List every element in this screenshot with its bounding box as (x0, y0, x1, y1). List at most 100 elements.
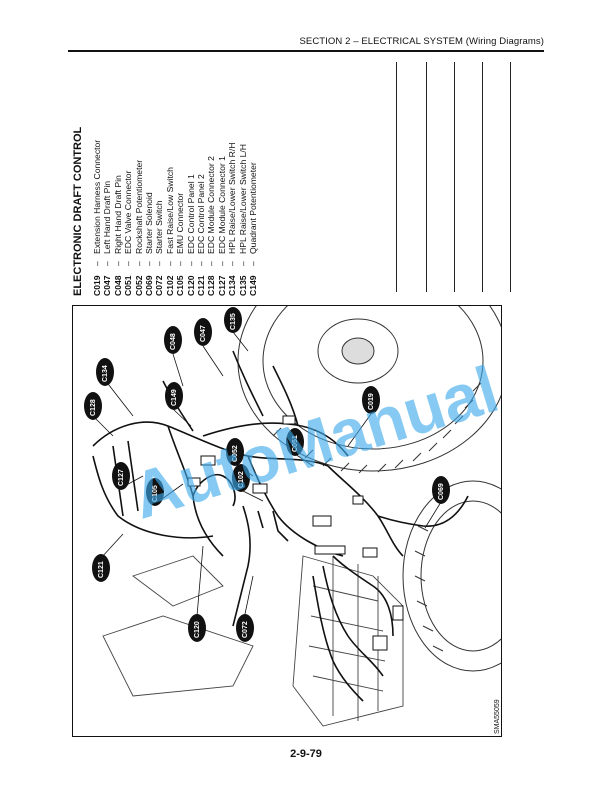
legend-code: C134 (227, 275, 238, 296)
notes-line (510, 62, 511, 292)
legend-code: C121 (196, 275, 207, 296)
callout-c072: C072 (236, 575, 254, 642)
legend-dash: – (206, 261, 217, 266)
notes-line (396, 62, 397, 292)
callout-label: C120 (194, 621, 201, 638)
legend-row: C149 – Quadrant Potentiometer (248, 116, 258, 296)
legend-desc: Left Hand Draft Pin (102, 180, 113, 254)
front-tire-illustration (402, 480, 501, 672)
legend-code: C128 (206, 275, 217, 296)
legend-code: C120 (185, 275, 196, 296)
connector-blocks (187, 415, 404, 651)
legend-desc: Extension Harness Connector (92, 139, 102, 254)
legend-code: C127 (216, 275, 227, 296)
legend-code: C135 (237, 275, 248, 296)
legend-dash: – (196, 261, 207, 266)
callout-label: C102 (238, 471, 245, 488)
legend-dash: – (144, 261, 155, 266)
callout-c105: C105 (146, 478, 184, 506)
callout-label: C127 (118, 469, 125, 486)
legend-code: C069 (144, 275, 155, 296)
legend-row: C069 – Starter Solenoid (144, 116, 154, 296)
legend-dash: – (102, 261, 113, 266)
legend-row: C105 – EMU Connector (175, 116, 185, 296)
notes-line (426, 62, 427, 292)
page-header: SECTION 2 – ELECTRICAL SYSTEM (Wiring Di… (299, 36, 544, 47)
notes-lines (392, 62, 544, 292)
callout-c102: C102 (232, 464, 264, 502)
wiring-diagram-figure: C134 C128 C048 C149 C047 C135 (72, 305, 502, 737)
callout-label: C072 (242, 621, 249, 638)
legend-dash: – (237, 261, 248, 266)
legend-title: ELECTRONIC DRAFT CONTROL (72, 126, 84, 296)
notes-line (482, 62, 483, 292)
legend-code: C019 (92, 275, 102, 296)
legend-dash: – (175, 261, 186, 266)
legend-row: C120–EDC Control Panel 1 (186, 116, 196, 296)
legend-dash: – (112, 261, 123, 266)
legend-code: C149 (248, 275, 259, 296)
callout-label: C149 (171, 389, 178, 406)
legend-row: C052 – Rockshaft Potentiometer (134, 116, 144, 296)
legend-code: C105 (175, 275, 186, 296)
legend-code: C102 (164, 275, 175, 296)
legend-code: C048 (112, 275, 123, 296)
callout-label: C019 (368, 393, 375, 410)
legend-dash: – (227, 261, 238, 266)
callout-c048: C048 (164, 326, 184, 387)
callout-label: C128 (90, 399, 97, 416)
legend-code: C072 (154, 275, 165, 296)
figure-reference: SMA55059 (494, 699, 501, 734)
callout-label: C105 (152, 485, 159, 502)
callout-c120: C120 (188, 545, 206, 642)
legend-desc: Right Hand Draft Pin (112, 175, 123, 254)
legend-desc: HPL Raise/Lower Switch R/H (227, 142, 238, 254)
legend-row: C121 – EDC Control Panel 2 (196, 116, 206, 296)
callout-label: C048 (170, 333, 177, 350)
callout-c047: C047 (194, 318, 224, 377)
legend-dash: – (154, 261, 165, 266)
legend-desc: EDC Control Panel 2 (196, 174, 207, 254)
legend-code: C051 (123, 275, 134, 296)
callout-c121: C121 (92, 533, 124, 582)
legend-desc: Fast Raise/Low Switch (164, 167, 175, 254)
callout-label: C069 (438, 483, 445, 500)
legend-row: C072 – Starter Switch (154, 116, 165, 297)
wiring-diagram-drawing: C134 C128 C048 C149 C047 C135 (84, 306, 501, 734)
legend-desc: Rockshaft Potentiometer (133, 159, 144, 254)
legend-row: C048 – Right Hand Draft Pin (113, 116, 123, 296)
legend-desc: Quadrant Potentiometer (248, 162, 259, 254)
page-number: 2-9-79 (290, 748, 322, 760)
legend-desc: Starter Solenoid (144, 192, 155, 254)
legend-row: C134 – HPL Raise/Lower Switch R/H (227, 116, 237, 296)
callout-c135: C135 (224, 307, 249, 352)
legend-desc: EDC Valve Connector (123, 170, 134, 254)
legend-row: C102 – Fast Raise/Low Switch (165, 116, 175, 296)
callout-label: C121 (98, 561, 105, 578)
callout-c149: C149 (165, 382, 192, 427)
callout-label: C047 (200, 325, 207, 342)
legend-desc: HPL Raise/Lower Switch L/H (237, 143, 248, 254)
engine-illustration (102, 555, 404, 727)
legend-code: C052 (133, 275, 144, 296)
legend-desc: EMU Connector (175, 192, 186, 254)
legend-desc: EDC Control Panel 1 (185, 174, 196, 254)
legend-row: C019–Extension Harness Connector (92, 116, 102, 296)
legend-row: C127–EDC Module Connector 1 (217, 116, 227, 296)
legend-dash: – (248, 261, 259, 266)
callout-c069: C069 (424, 476, 450, 529)
callout-label: C135 (230, 313, 237, 330)
callout-c128: C128 (84, 392, 114, 437)
legend: ELECTRONIC DRAFT CONTROL C019–Extension … (72, 116, 302, 296)
legend-dash: – (164, 261, 175, 266)
callout-label: C052 (232, 445, 239, 462)
callout-c051: C051 (286, 428, 314, 467)
callout-c127: C127 (112, 462, 144, 490)
legend-desc: EDC Module Connector 2 (206, 156, 217, 254)
legend-row: C135 – HPL Raise/Lower Switch L/H (238, 116, 248, 296)
legend-dash: – (133, 261, 144, 266)
wiring-harness (92, 350, 469, 702)
callout-c134: C134 (96, 358, 134, 417)
legend-desc: Starter Switch (154, 200, 165, 255)
legend-row: C128 – EDC Module Connector 2 (206, 116, 216, 296)
